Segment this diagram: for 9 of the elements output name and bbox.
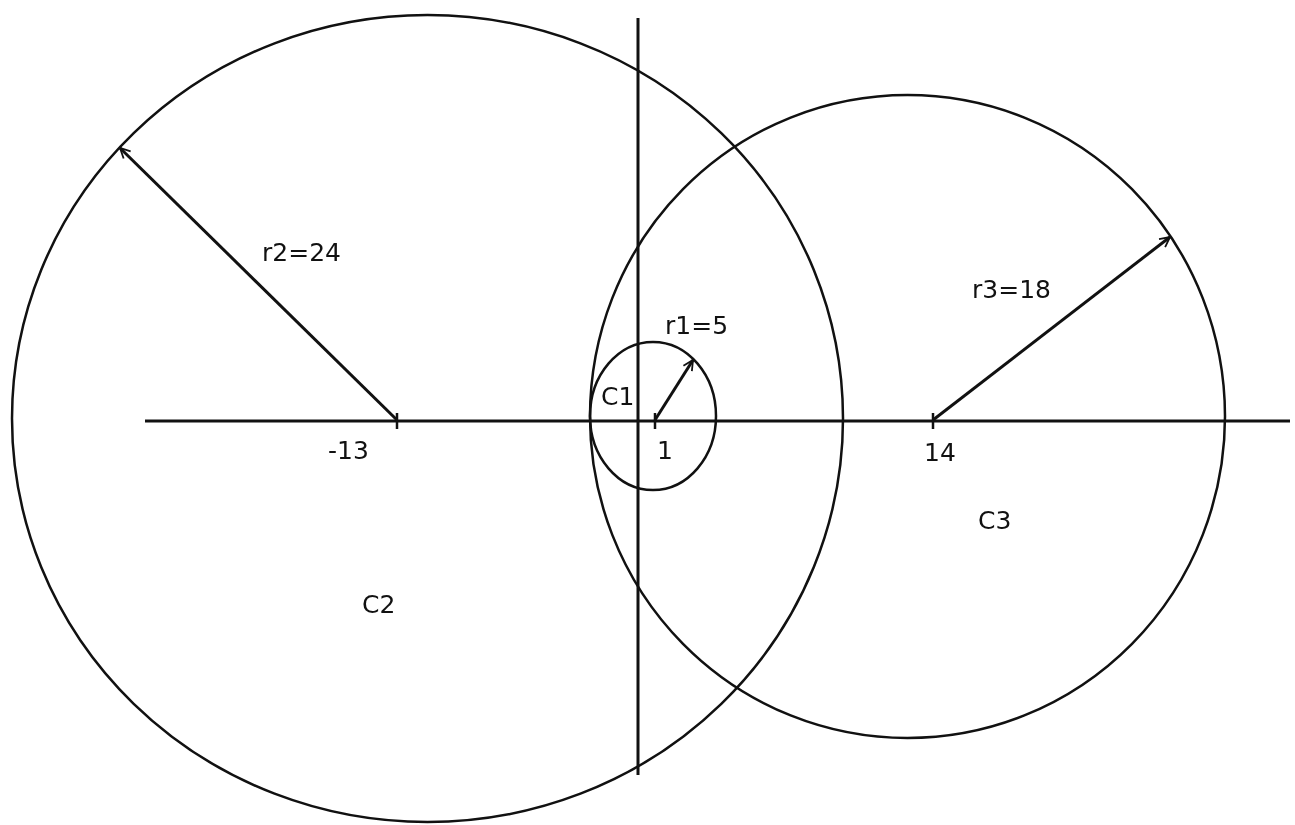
tick-label: 1	[657, 438, 673, 463]
tick-label: -13	[328, 438, 369, 463]
circle-name: C1	[601, 384, 635, 409]
circle-name: C3	[978, 508, 1012, 533]
radius-label: r1=5	[665, 313, 729, 338]
radius-label: r2=24	[262, 240, 341, 265]
circle-name: C2	[362, 592, 396, 617]
tick-label: 14	[924, 440, 956, 465]
radius-label: r3=18	[972, 277, 1051, 302]
